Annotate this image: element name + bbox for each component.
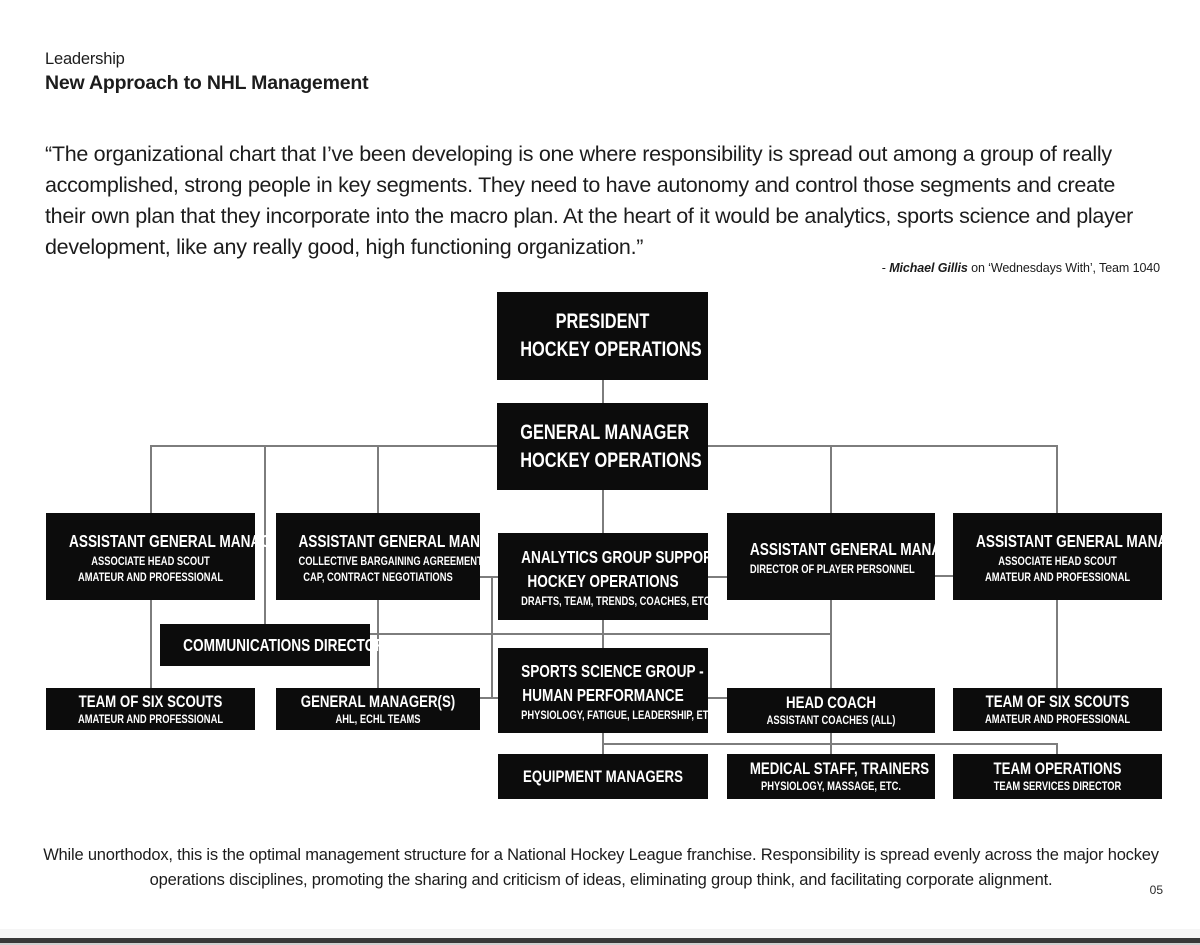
connector-comms-horizontal <box>370 633 832 635</box>
node-title: TEAM OF SIX SCOUTS <box>78 691 223 711</box>
quote-attribution: - Michael Gillis on ‘Wednesdays With’, T… <box>560 261 1160 275</box>
org-node-agm-associate-head-scout-right: ASSISTANT GENERAL MANAGER ASSOCIATE HEAD… <box>953 513 1197 600</box>
org-node-head-coach: HEAD COACH ASSISTANT COACHES (ALL) <box>727 688 935 733</box>
org-node-team-of-six-scouts-left: TEAM OF SIX SCOUTS AMATEUR AND PROFESSIO… <box>46 688 255 730</box>
connector-stub-agm2-analytics <box>480 576 498 578</box>
connector-stub-sports-headcoach <box>708 697 727 699</box>
node-subtitle: DRAFTS, TEAM, TRENDS, COACHES, ETC. <box>521 593 713 608</box>
node-title: ASSISTANT GENERAL MANAGER <box>298 530 520 551</box>
node-title: HOCKEY OPERATIONS <box>520 338 702 361</box>
page-bottom-shadow <box>0 943 1200 945</box>
connector-drop-comms <box>264 445 266 624</box>
connector-agm1-scouts <box>150 600 152 688</box>
node-title: MEDICAL STAFF, TRAINERS <box>749 759 930 778</box>
page-number: 05 <box>1149 883 1163 897</box>
node-title: PRESIDENT <box>555 310 650 333</box>
node-subtitle: AMATEUR AND PROFESSIONAL <box>984 712 1131 726</box>
node-subtitle: ASSISTANT COACHES (ALL) <box>766 713 896 727</box>
attribution-source: on ‘Wednesdays With’, Team 1040 <box>967 261 1160 275</box>
node-subtitle: COLLECTIVE BARGAINING AGREEMENT, SALARY <box>298 553 526 568</box>
node-title: GENERAL MANAGER <box>520 420 690 444</box>
pull-quote: “The organizational chart that I’ve been… <box>45 142 1134 259</box>
connector-sports-equipment <box>602 733 604 754</box>
node-subtitle: ASSOCIATE HEAD SCOUT <box>91 553 210 568</box>
attribution-dash: - <box>881 261 890 275</box>
connector-stub-analytics-agm3 <box>708 576 727 578</box>
connector-stub-gms-sports <box>480 697 498 699</box>
org-node-team-operations: TEAM OPERATIONS TEAM SERVICES DIRECTOR <box>953 754 1162 799</box>
node-subtitle: TEAM SERVICES DIRECTOR <box>993 779 1122 793</box>
connector-agm4-scouts <box>1056 600 1058 688</box>
node-title: EQUIPMENT MANAGERS <box>523 766 683 786</box>
org-node-communications-director: COMMUNICATIONS DIRECTOR <box>160 624 386 666</box>
node-title: HUMAN PERFORMANCE <box>522 684 684 705</box>
node-subtitle: CAP, CONTRACT NEGOTIATIONS <box>303 569 453 584</box>
org-node-agm-player-personnel: ASSISTANT GENERAL MANAGER DIRECTOR OF PL… <box>727 513 971 600</box>
node-title: ASSISTANT GENERAL MANAGER <box>749 538 971 559</box>
connector-headcoach-medical <box>830 733 832 754</box>
org-node-agm-cba: ASSISTANT GENERAL MANAGER COLLECTIVE BAR… <box>276 513 526 600</box>
node-subtitle: DIRECTOR OF PLAYER PERSONNEL <box>749 561 915 576</box>
section-eyebrow: Leadership <box>45 50 125 68</box>
node-title: HOCKEY OPERATIONS <box>520 448 702 472</box>
org-node-analytics-group: ANALYTICS GROUP SUPPORTING HOCKEY OPERAT… <box>498 533 746 620</box>
page-bottom-edge <box>0 938 1200 943</box>
org-node-general-managers-ahl-echl: GENERAL MANAGER(S) AHL, ECHL TEAMS <box>276 688 480 730</box>
page-bottom-band <box>0 929 1200 938</box>
attribution-name: Michael Gillis <box>889 261 968 275</box>
node-subtitle: PHYSIOLOGY, FATIGUE, LEADERSHIP, ETC. <box>521 707 718 722</box>
connector-stub-agm3-agm4 <box>935 575 953 577</box>
page-title: New Approach to NHL Management <box>45 72 369 94</box>
connector-agm2-gms <box>377 600 379 688</box>
node-title: HOCKEY OPERATIONS <box>527 570 679 591</box>
node-subtitle: ASSOCIATE HEAD SCOUT <box>998 553 1117 568</box>
org-node-agm-associate-head-scout-left: ASSISTANT GENERAL MANAGER ASSOCIATE HEAD… <box>46 513 290 600</box>
node-title: ASSISTANT GENERAL MANAGER <box>975 530 1197 551</box>
node-title: ANALYTICS GROUP SUPPORTING <box>521 546 746 567</box>
node-title: SPORTS SCIENCE GROUP - <box>521 660 704 681</box>
org-node-sports-science-group: SPORTS SCIENCE GROUP - HUMAN PERFORMANCE… <box>498 648 718 733</box>
connector-president-gm <box>602 380 604 403</box>
connector-drop-agm2 <box>377 445 379 513</box>
node-title: COMMUNICATIONS DIRECTOR <box>183 635 386 655</box>
footer-note: While unorthodox, this is the optimal ma… <box>43 846 1159 889</box>
connector-mid-left-vertical <box>491 576 493 697</box>
org-node-medical-staff-trainers: MEDICAL STAFF, TRAINERS PHYSIOLOGY, MASS… <box>727 754 935 799</box>
node-subtitle: AMATEUR AND PROFESSIONAL <box>77 711 224 726</box>
connector-drop-agm4 <box>1056 445 1058 513</box>
node-title: GENERAL MANAGER(S) <box>300 691 456 711</box>
node-subtitle: AMATEUR AND PROFESSIONAL <box>77 569 224 584</box>
connector-drop-agm1 <box>150 445 152 513</box>
node-title: HEAD COACH <box>786 693 876 712</box>
connector-agm3-headcoach <box>830 600 832 688</box>
node-subtitle: AMATEUR AND PROFESSIONAL <box>984 569 1131 584</box>
org-node-team-of-six-scouts-right: TEAM OF SIX SCOUTS AMATEUR AND PROFESSIO… <box>953 688 1162 731</box>
node-title: ASSISTANT GENERAL MANAGER <box>68 530 290 551</box>
connector-drop-teamops <box>1056 743 1058 754</box>
node-title: TEAM OF SIX SCOUTS <box>985 692 1130 711</box>
org-node-equipment-managers: EQUIPMENT MANAGERS <box>498 754 708 799</box>
connector-drop-agm3 <box>830 445 832 513</box>
connector-gm-analytics <box>602 490 604 533</box>
node-subtitle: AHL, ECHL TEAMS <box>335 711 421 726</box>
org-node-general-manager: GENERAL MANAGER HOCKEY OPERATIONS <box>497 403 708 490</box>
node-title: TEAM OPERATIONS <box>993 759 1122 778</box>
connector-analytics-sports <box>602 620 604 648</box>
org-node-president: PRESIDENT HOCKEY OPERATIONS <box>497 292 708 380</box>
node-subtitle: PHYSIOLOGY, MASSAGE, ETC. <box>761 779 901 793</box>
